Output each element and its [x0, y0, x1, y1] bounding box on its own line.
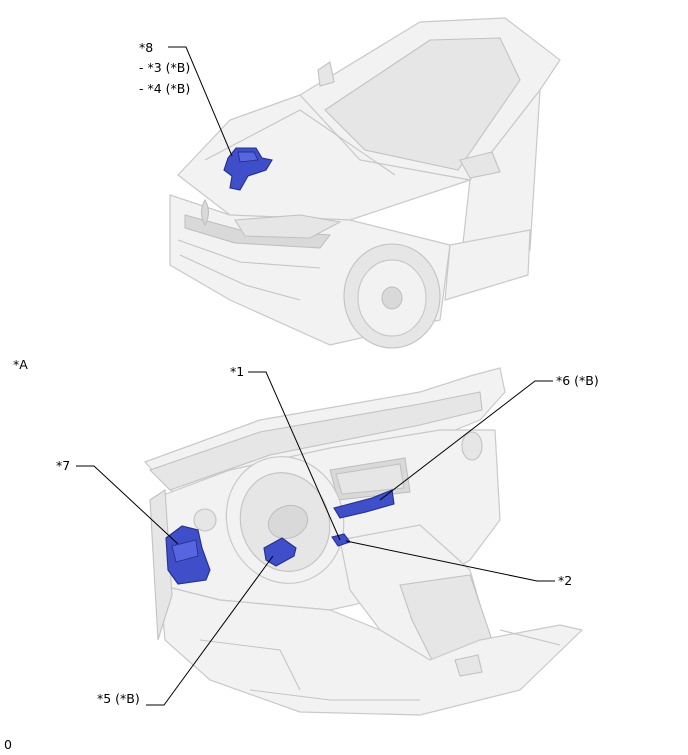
leader-lines — [76, 46, 555, 706]
highlighted-part-8 — [223, 147, 273, 191]
highlighted-part-6 — [333, 489, 395, 519]
callout-labels: *8 - *3 (*B) - *4 (*B) *A *1 *6 (*B) *7 … — [4, 40, 599, 752]
highlighted-part-5 — [263, 537, 297, 567]
callout-7: *7 — [56, 458, 70, 473]
callout-1: *1 — [230, 364, 244, 379]
illustration-code: 0 — [4, 737, 12, 752]
vehicle-interior-view — [143, 367, 584, 716]
callout-6: *6 (*B) — [556, 373, 599, 388]
callout-3: - *3 (*B) — [139, 60, 190, 75]
callout-8: *8 — [139, 40, 153, 55]
callout-4: - *4 (*B) — [139, 81, 190, 96]
callout-5: *5 (*B) — [97, 691, 140, 706]
vehicle-front-view — [169, 17, 561, 349]
callout-A: *A — [13, 357, 28, 372]
callout-2: *2 — [558, 573, 572, 588]
